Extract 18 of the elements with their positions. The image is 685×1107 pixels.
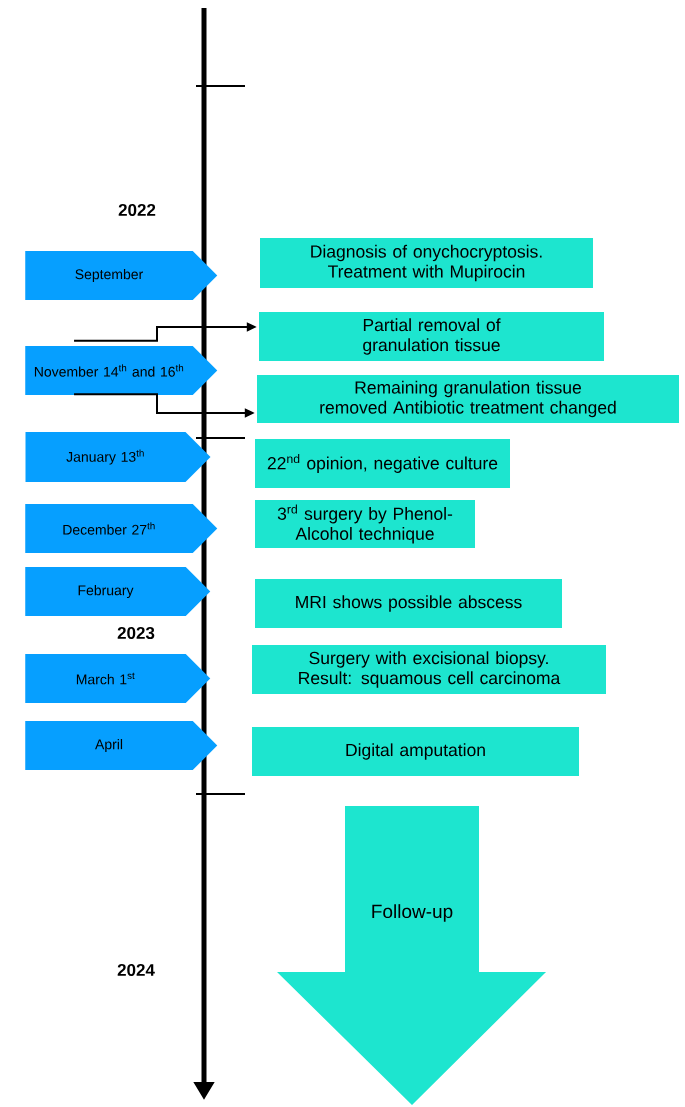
date-tab: March 1$^{st}$ — [25, 654, 211, 703]
event-box: Surgery with excisional biopsy. Result: squamous cell carcinoma — [252, 645, 606, 694]
year-label: 2024 — [117, 964, 155, 977]
date-tab: January 13$^{th}$ — [25, 432, 211, 482]
date-tab: November 14$^{th}$ and 16$^{th}$ — [25, 346, 218, 395]
event-box: MRI shows possible abscess — [255, 579, 562, 628]
event-box: 22$^{nd}$ opinion, negative culture — [255, 439, 510, 488]
date-tab: February — [25, 567, 211, 616]
event-box: Remaining granulation tissue removed Antibiotic treatment changed — [257, 375, 679, 423]
date-tab: April — [25, 721, 218, 770]
event-box: 3$^{rd}$ surgery by Phenol-Alcohol technique — [255, 500, 475, 548]
year-label: 2023 — [117, 626, 155, 640]
year-label: 2022 — [118, 204, 156, 216]
date-tab: September — [25, 251, 218, 300]
event-box: Partial removal of granulation tissue — [259, 312, 604, 361]
date-tab: December 27$^{th}$ — [25, 504, 218, 553]
event-box: Digital amputation — [252, 727, 579, 776]
event-box: Diagnosis of onychocryptosis. Treatment with Mupirocin — [260, 238, 593, 288]
